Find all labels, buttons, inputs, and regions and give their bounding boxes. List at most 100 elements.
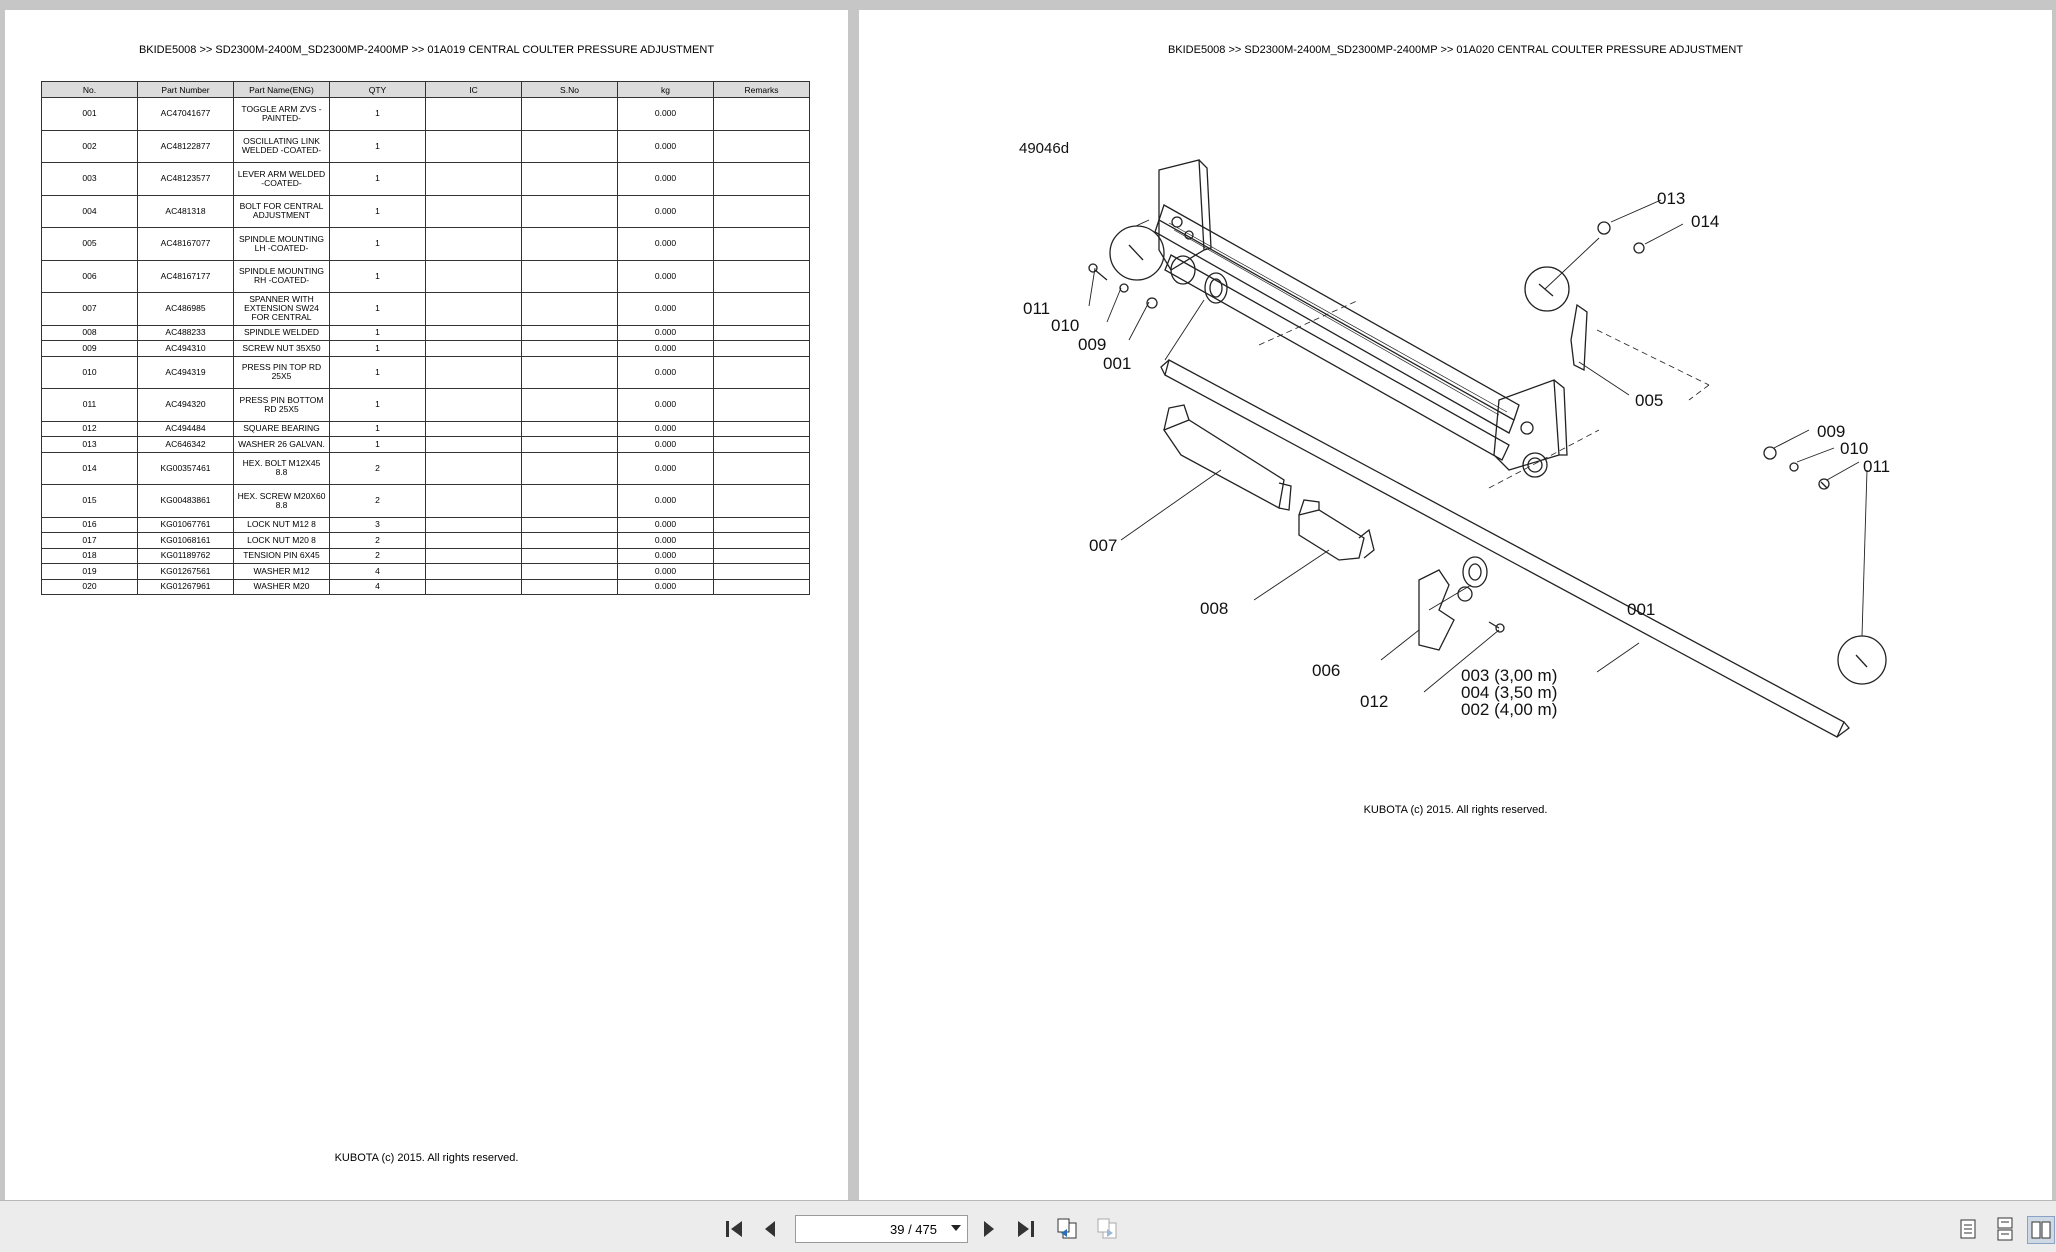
callout-label: 012 [1360,692,1388,711]
continuous-view-button[interactable] [1992,1216,2018,1242]
kg-cell: 0.000 [617,292,714,326]
remarks-cell [713,355,810,389]
qty-cell: 1 [329,355,426,389]
column-header: Remarks [713,81,810,98]
remarks-cell [713,451,810,485]
sno-cell [521,484,618,518]
remarks-cell [713,578,810,595]
previous-page-button[interactable] [757,1216,783,1242]
ic-cell [425,420,522,437]
remarks-cell [713,162,810,196]
first-page-button[interactable] [721,1216,747,1242]
part-name-cell: SPINDLE WELDED [233,324,330,341]
go-forward-view-button[interactable] [1094,1216,1120,1242]
qty-cell: 1 [329,388,426,422]
left-page-footer: KUBOTA (c) 2015. All rights reserved. [334,1152,519,1164]
page-number-field[interactable]: 39 / 475 [795,1215,968,1243]
sno-cell [521,194,618,228]
row-number-cell: 020 [41,578,138,595]
part-number-cell: AC486985 [137,292,234,326]
sno-cell [521,420,618,437]
two-page-view-button[interactable] [2027,1216,2055,1244]
callout-label: 008 [1200,599,1228,618]
kg-cell: 0.000 [617,578,714,595]
part-number-cell: AC494484 [137,420,234,437]
ic-cell [425,97,522,131]
part-name-cell: LEVER ARM WELDED -COATED- [233,162,330,196]
remarks-cell [713,420,810,437]
last-page-button[interactable] [1013,1216,1039,1242]
ic-cell [425,388,522,422]
kg-cell: 0.000 [617,259,714,293]
row-number-cell: 013 [41,436,138,453]
part-number-cell: AC494319 [137,355,234,389]
part-number-cell: KG00483861 [137,484,234,518]
sno-cell [521,578,618,595]
part-number-cell: AC646342 [137,436,234,453]
part-name-cell: LOCK NUT M20 8 [233,532,330,549]
part-number-cell: KG01267961 [137,578,234,595]
kg-cell: 0.000 [617,388,714,422]
row-number-cell: 011 [41,388,138,422]
part-number-cell: AC48123577 [137,162,234,196]
single-page-view-button[interactable] [1955,1216,1981,1242]
callout-label: 011 [1863,457,1890,476]
remarks-cell [713,324,810,341]
previous-page-icon [765,1221,775,1237]
sno-cell [521,324,618,341]
ic-cell [425,194,522,228]
part-name-cell: HEX. BOLT M12X45 8.8 [233,451,330,485]
ic-cell [425,436,522,453]
sno-cell [521,436,618,453]
part-number-cell: AC494310 [137,340,234,357]
column-header: kg [617,81,714,98]
qty-cell: 2 [329,532,426,549]
part-name-cell: SCREW NUT 35X50 [233,340,330,357]
part-number-cell: AC481318 [137,194,234,228]
ic-cell [425,324,522,341]
two-page-view-icon [2031,1221,2051,1239]
qty-cell: 1 [329,227,426,261]
page-indicator: 39 / 475 [890,1221,937,1237]
callout-label: 010 [1051,316,1079,335]
sno-cell [521,227,618,261]
remarks-cell [713,194,810,228]
next-page-button[interactable] [976,1216,1002,1242]
callout-label: 001 [1103,354,1131,373]
part-name-cell: OSCILLATING LINK WELDED -COATED- [233,129,330,163]
part-name-cell: TOGGLE ARM ZVS -PAINTED- [233,97,330,131]
part-number-cell: AC488233 [137,324,234,341]
chevron-down-icon[interactable] [951,1225,961,1231]
part-name-cell: SPINDLE MOUNTING LH -COATED- [233,227,330,261]
callout-label: 004 (3,50 m) [1461,683,1557,702]
part-number-cell: AC48167077 [137,227,234,261]
viewer-toolbar: 39 / 475 [0,1200,2056,1252]
qty-cell: 2 [329,484,426,518]
left-page: BKIDE5008 >> SD2300M-2400M_SD2300MP-2400… [5,10,848,1200]
part-name-cell: SQUARE BEARING [233,420,330,437]
go-back-view-button[interactable] [1054,1216,1080,1242]
exploded-parts-drawing: 49046d 013 014 011 010 009 001 005 009 0… [1019,140,1890,738]
kg-cell: 0.000 [617,420,714,437]
remarks-cell [713,340,810,357]
kg-cell: 0.000 [617,563,714,580]
sno-cell [521,340,618,357]
sno-cell [521,259,618,293]
callout-label: 014 [1691,212,1719,231]
column-header: Part Number [137,81,234,98]
qty-cell: 2 [329,451,426,485]
qty-cell: 4 [329,578,426,595]
row-number-cell: 005 [41,227,138,261]
callout-label: 009 [1817,422,1845,441]
row-number-cell: 012 [41,420,138,437]
kg-cell: 0.000 [617,532,714,549]
ic-cell [425,259,522,293]
remarks-cell [713,388,810,422]
